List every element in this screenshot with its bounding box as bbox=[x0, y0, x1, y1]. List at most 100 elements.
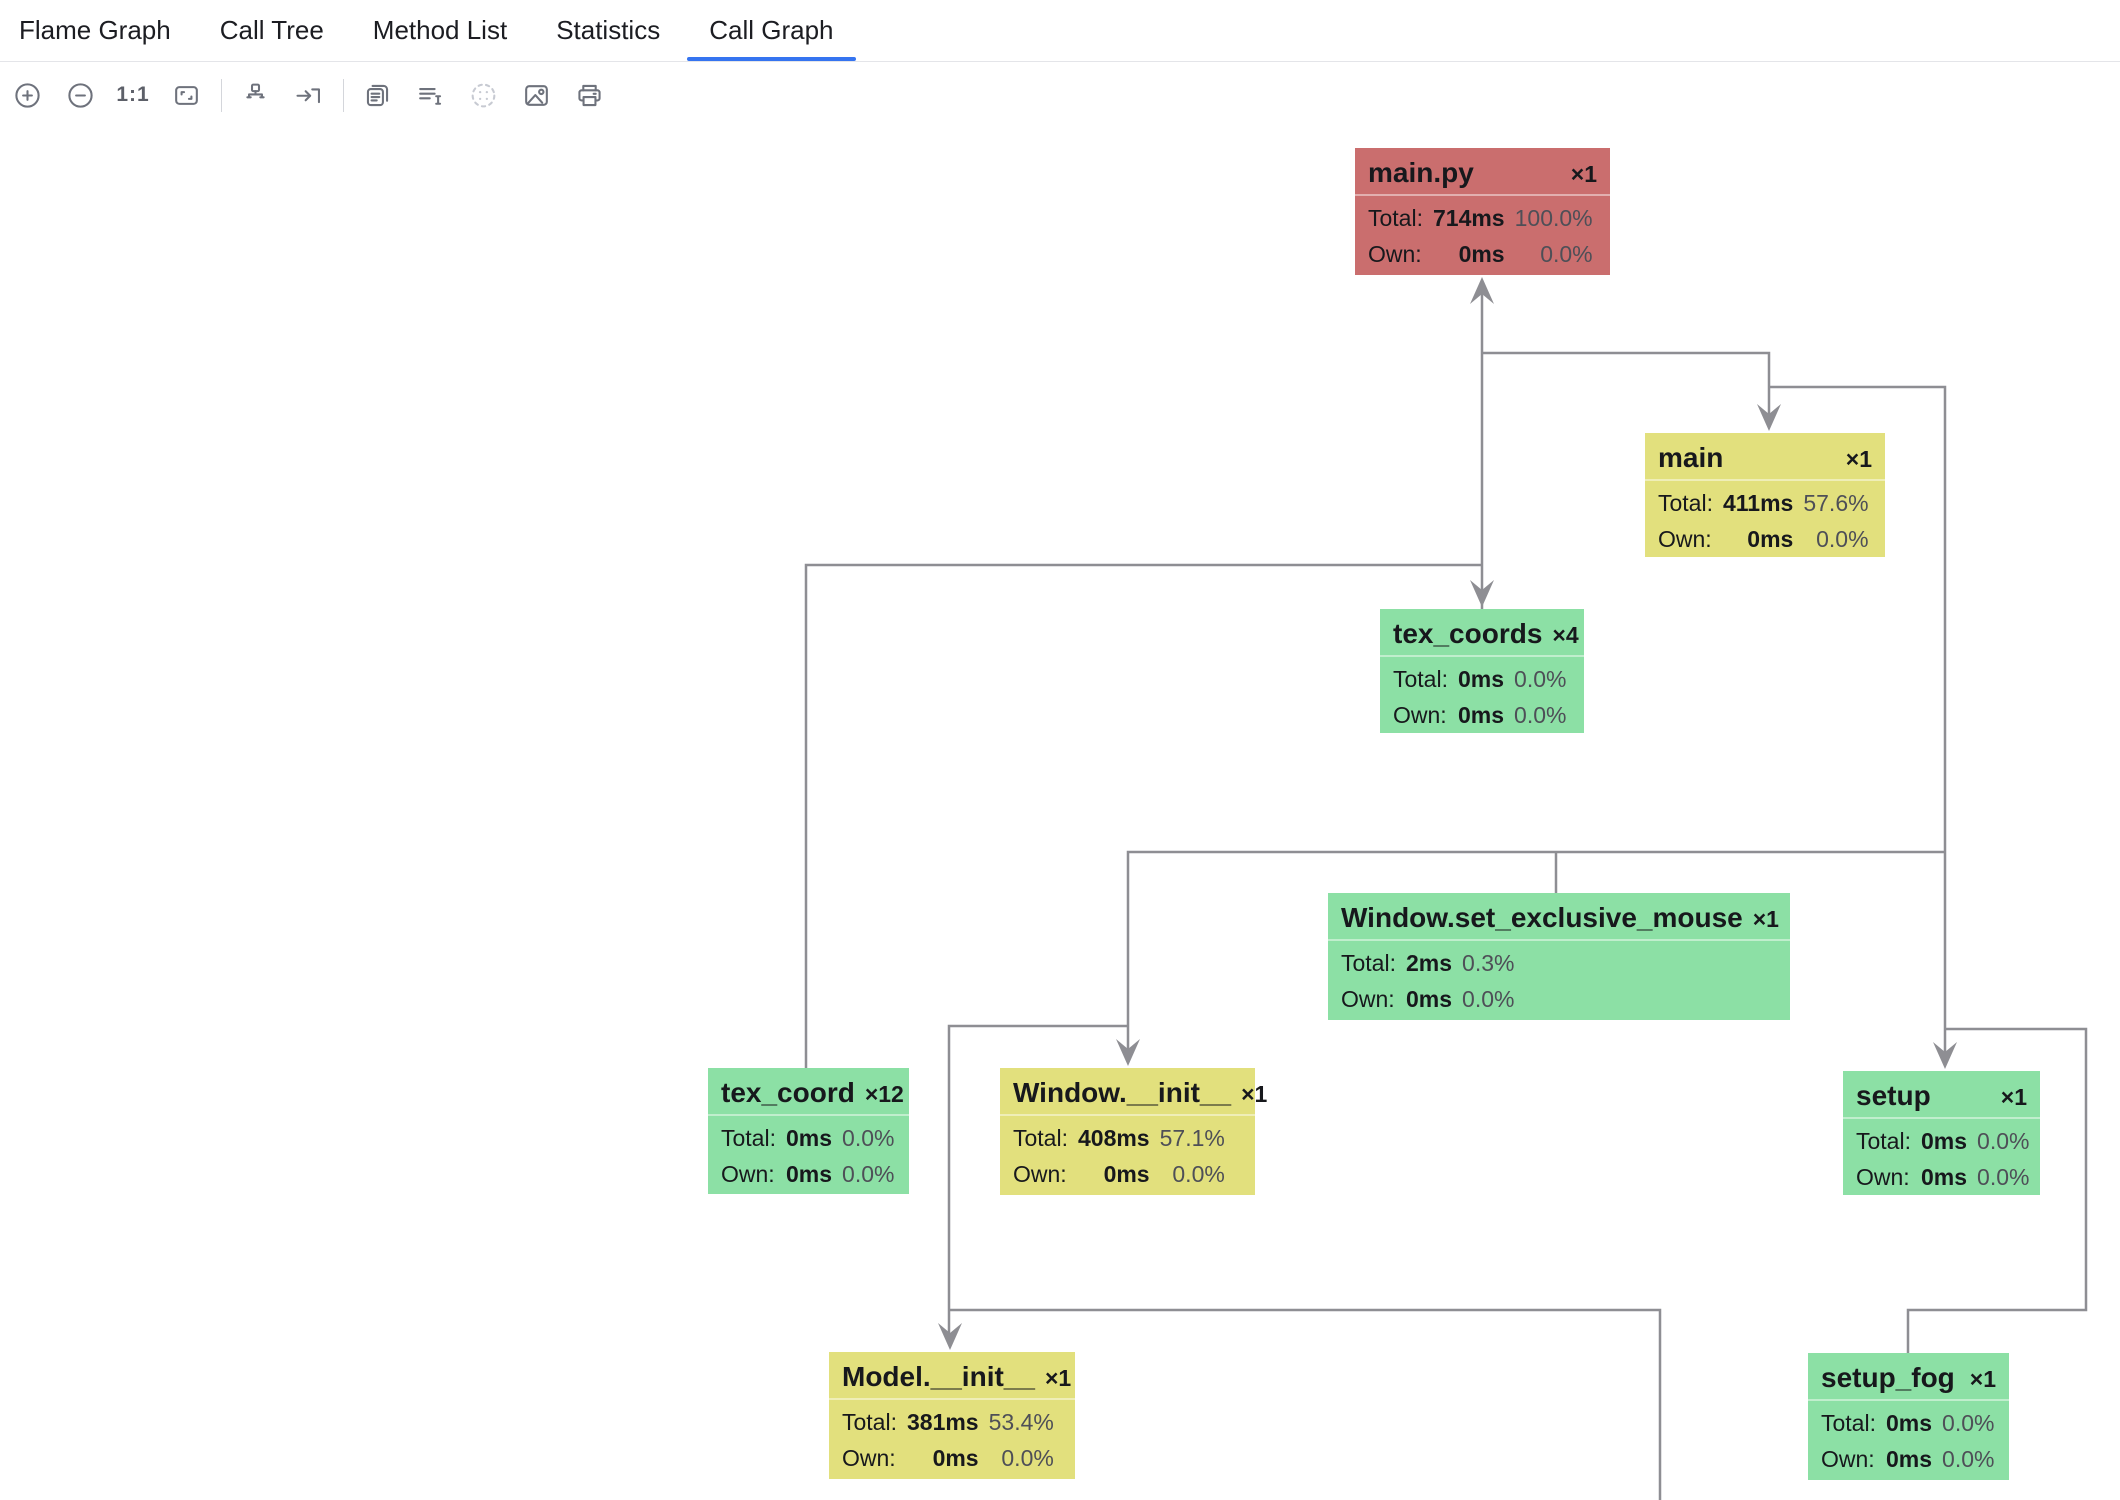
node-title: Window.set_exclusive_mouse bbox=[1341, 902, 1743, 933]
call-graph-toolbar: 1:1 bbox=[0, 62, 2120, 128]
node-call-count: ×12 bbox=[864, 1081, 904, 1107]
dotted-circle-button[interactable] bbox=[464, 76, 502, 114]
total-label: Total: bbox=[1341, 950, 1396, 976]
own-label: Own: bbox=[1821, 1446, 1875, 1472]
total-ms: 2ms bbox=[1405, 950, 1453, 976]
node-divider bbox=[829, 1398, 1075, 1400]
own-label: Own: bbox=[1013, 1161, 1067, 1187]
tab-statistics[interactable]: Statistics bbox=[556, 0, 660, 61]
own-ms: 0ms bbox=[1457, 702, 1505, 728]
own-ms: 0ms bbox=[1405, 986, 1453, 1012]
zoom-out-button[interactable] bbox=[61, 76, 99, 114]
node-divider bbox=[1328, 939, 1790, 941]
node-call-count: ×1 bbox=[1845, 446, 1872, 472]
own-ms: 0ms bbox=[1458, 241, 1505, 267]
own-ms: 0ms bbox=[785, 1161, 833, 1187]
total-pct: 57.6% bbox=[1803, 490, 1869, 516]
node-title: tex_coord bbox=[721, 1077, 855, 1108]
tab-call-graph[interactable]: Call Graph bbox=[687, 0, 856, 61]
select-text-button[interactable] bbox=[411, 76, 449, 114]
export-image-icon bbox=[524, 84, 548, 106]
own-label: Own: bbox=[721, 1161, 775, 1187]
node-call-count: ×4 bbox=[1552, 622, 1579, 648]
node-divider bbox=[1380, 655, 1584, 657]
total-pct: 0.0% bbox=[1977, 1128, 2030, 1154]
own-label: Own: bbox=[1393, 702, 1447, 728]
copy-content-button[interactable] bbox=[358, 76, 396, 114]
tab-call-tree[interactable]: Call Tree bbox=[220, 0, 324, 61]
own-label: Own: bbox=[1658, 526, 1712, 552]
tab-label: Statistics bbox=[556, 15, 661, 45]
apply-layout-button[interactable] bbox=[236, 76, 274, 114]
total-ms: 0ms bbox=[1920, 1128, 1968, 1154]
zoom-in-icon bbox=[14, 82, 40, 108]
node-title: main.py bbox=[1368, 157, 1474, 188]
node-title: main bbox=[1658, 442, 1724, 473]
total-pct: 0.0% bbox=[842, 1125, 895, 1151]
export-image-button[interactable] bbox=[517, 76, 555, 114]
total-ms: 0ms bbox=[785, 1125, 833, 1151]
own-pct: 0.0% bbox=[1816, 526, 1869, 552]
total-pct: 53.4% bbox=[988, 1409, 1054, 1435]
copy-content-icon bbox=[366, 84, 388, 106]
own-pct: 0.0% bbox=[1172, 1161, 1225, 1187]
fit-content-icon bbox=[174, 85, 198, 105]
actual-size-1-1-icon: 1:1 bbox=[116, 83, 150, 106]
fit-content-button[interactable] bbox=[167, 76, 205, 114]
toolbar-separator bbox=[343, 78, 344, 112]
toolbar-separator bbox=[221, 78, 222, 112]
node-divider bbox=[1355, 194, 1610, 196]
node-call-count: ×1 bbox=[2000, 1084, 2027, 1110]
own-pct: 0.0% bbox=[842, 1161, 895, 1187]
node-divider bbox=[1000, 1114, 1255, 1116]
scroll-to-selection-icon bbox=[295, 87, 320, 103]
own-ms: 0ms bbox=[1885, 1446, 1933, 1472]
total-ms: 714ms bbox=[1432, 205, 1505, 231]
node-call-count: ×1 bbox=[1044, 1365, 1072, 1391]
node-divider bbox=[1645, 479, 1885, 481]
node-divider bbox=[1808, 1399, 2009, 1401]
node-call-count: ×1 bbox=[1241, 1081, 1268, 1107]
actual-size-button[interactable]: 1:1 bbox=[114, 76, 152, 114]
tab-label: Flame Graph bbox=[19, 15, 171, 45]
node-call-count: ×1 bbox=[1570, 161, 1597, 187]
tab-flame-graph[interactable]: Flame Graph bbox=[19, 0, 171, 61]
total-ms: 381ms bbox=[906, 1409, 979, 1435]
total-pct: 0.3% bbox=[1462, 950, 1515, 976]
graph-layout-icon bbox=[245, 83, 265, 98]
dotted-circle-icon bbox=[471, 83, 495, 107]
tab-label: Method List bbox=[372, 15, 508, 45]
total-label: Total: bbox=[1393, 666, 1448, 692]
own-ms: 0ms bbox=[1103, 1161, 1150, 1187]
own-pct: 0.0% bbox=[1540, 241, 1593, 267]
edge-arrowheads bbox=[938, 277, 1957, 1350]
own-pct: 0.0% bbox=[1977, 1164, 2030, 1190]
scroll-to-selection-button[interactable] bbox=[289, 76, 327, 114]
total-pct: 0.0% bbox=[1514, 666, 1567, 692]
total-label: Total: bbox=[1368, 205, 1423, 231]
own-label: Own: bbox=[1368, 241, 1422, 267]
tab-label: Call Graph bbox=[709, 15, 834, 45]
own-pct: 0.0% bbox=[1942, 1446, 1995, 1472]
total-ms: 408ms bbox=[1077, 1125, 1150, 1151]
print-button[interactable] bbox=[570, 76, 608, 114]
own-ms: 0ms bbox=[1920, 1164, 1968, 1190]
own-ms: 0ms bbox=[1747, 526, 1794, 552]
node-divider bbox=[1843, 1117, 2040, 1119]
own-pct: 0.0% bbox=[1514, 702, 1567, 728]
zoom-in-button[interactable] bbox=[8, 76, 46, 114]
node-title: tex_coords bbox=[1393, 618, 1543, 649]
tab-method-list[interactable]: Method List bbox=[373, 0, 507, 61]
total-ms: 411ms bbox=[1722, 490, 1794, 516]
